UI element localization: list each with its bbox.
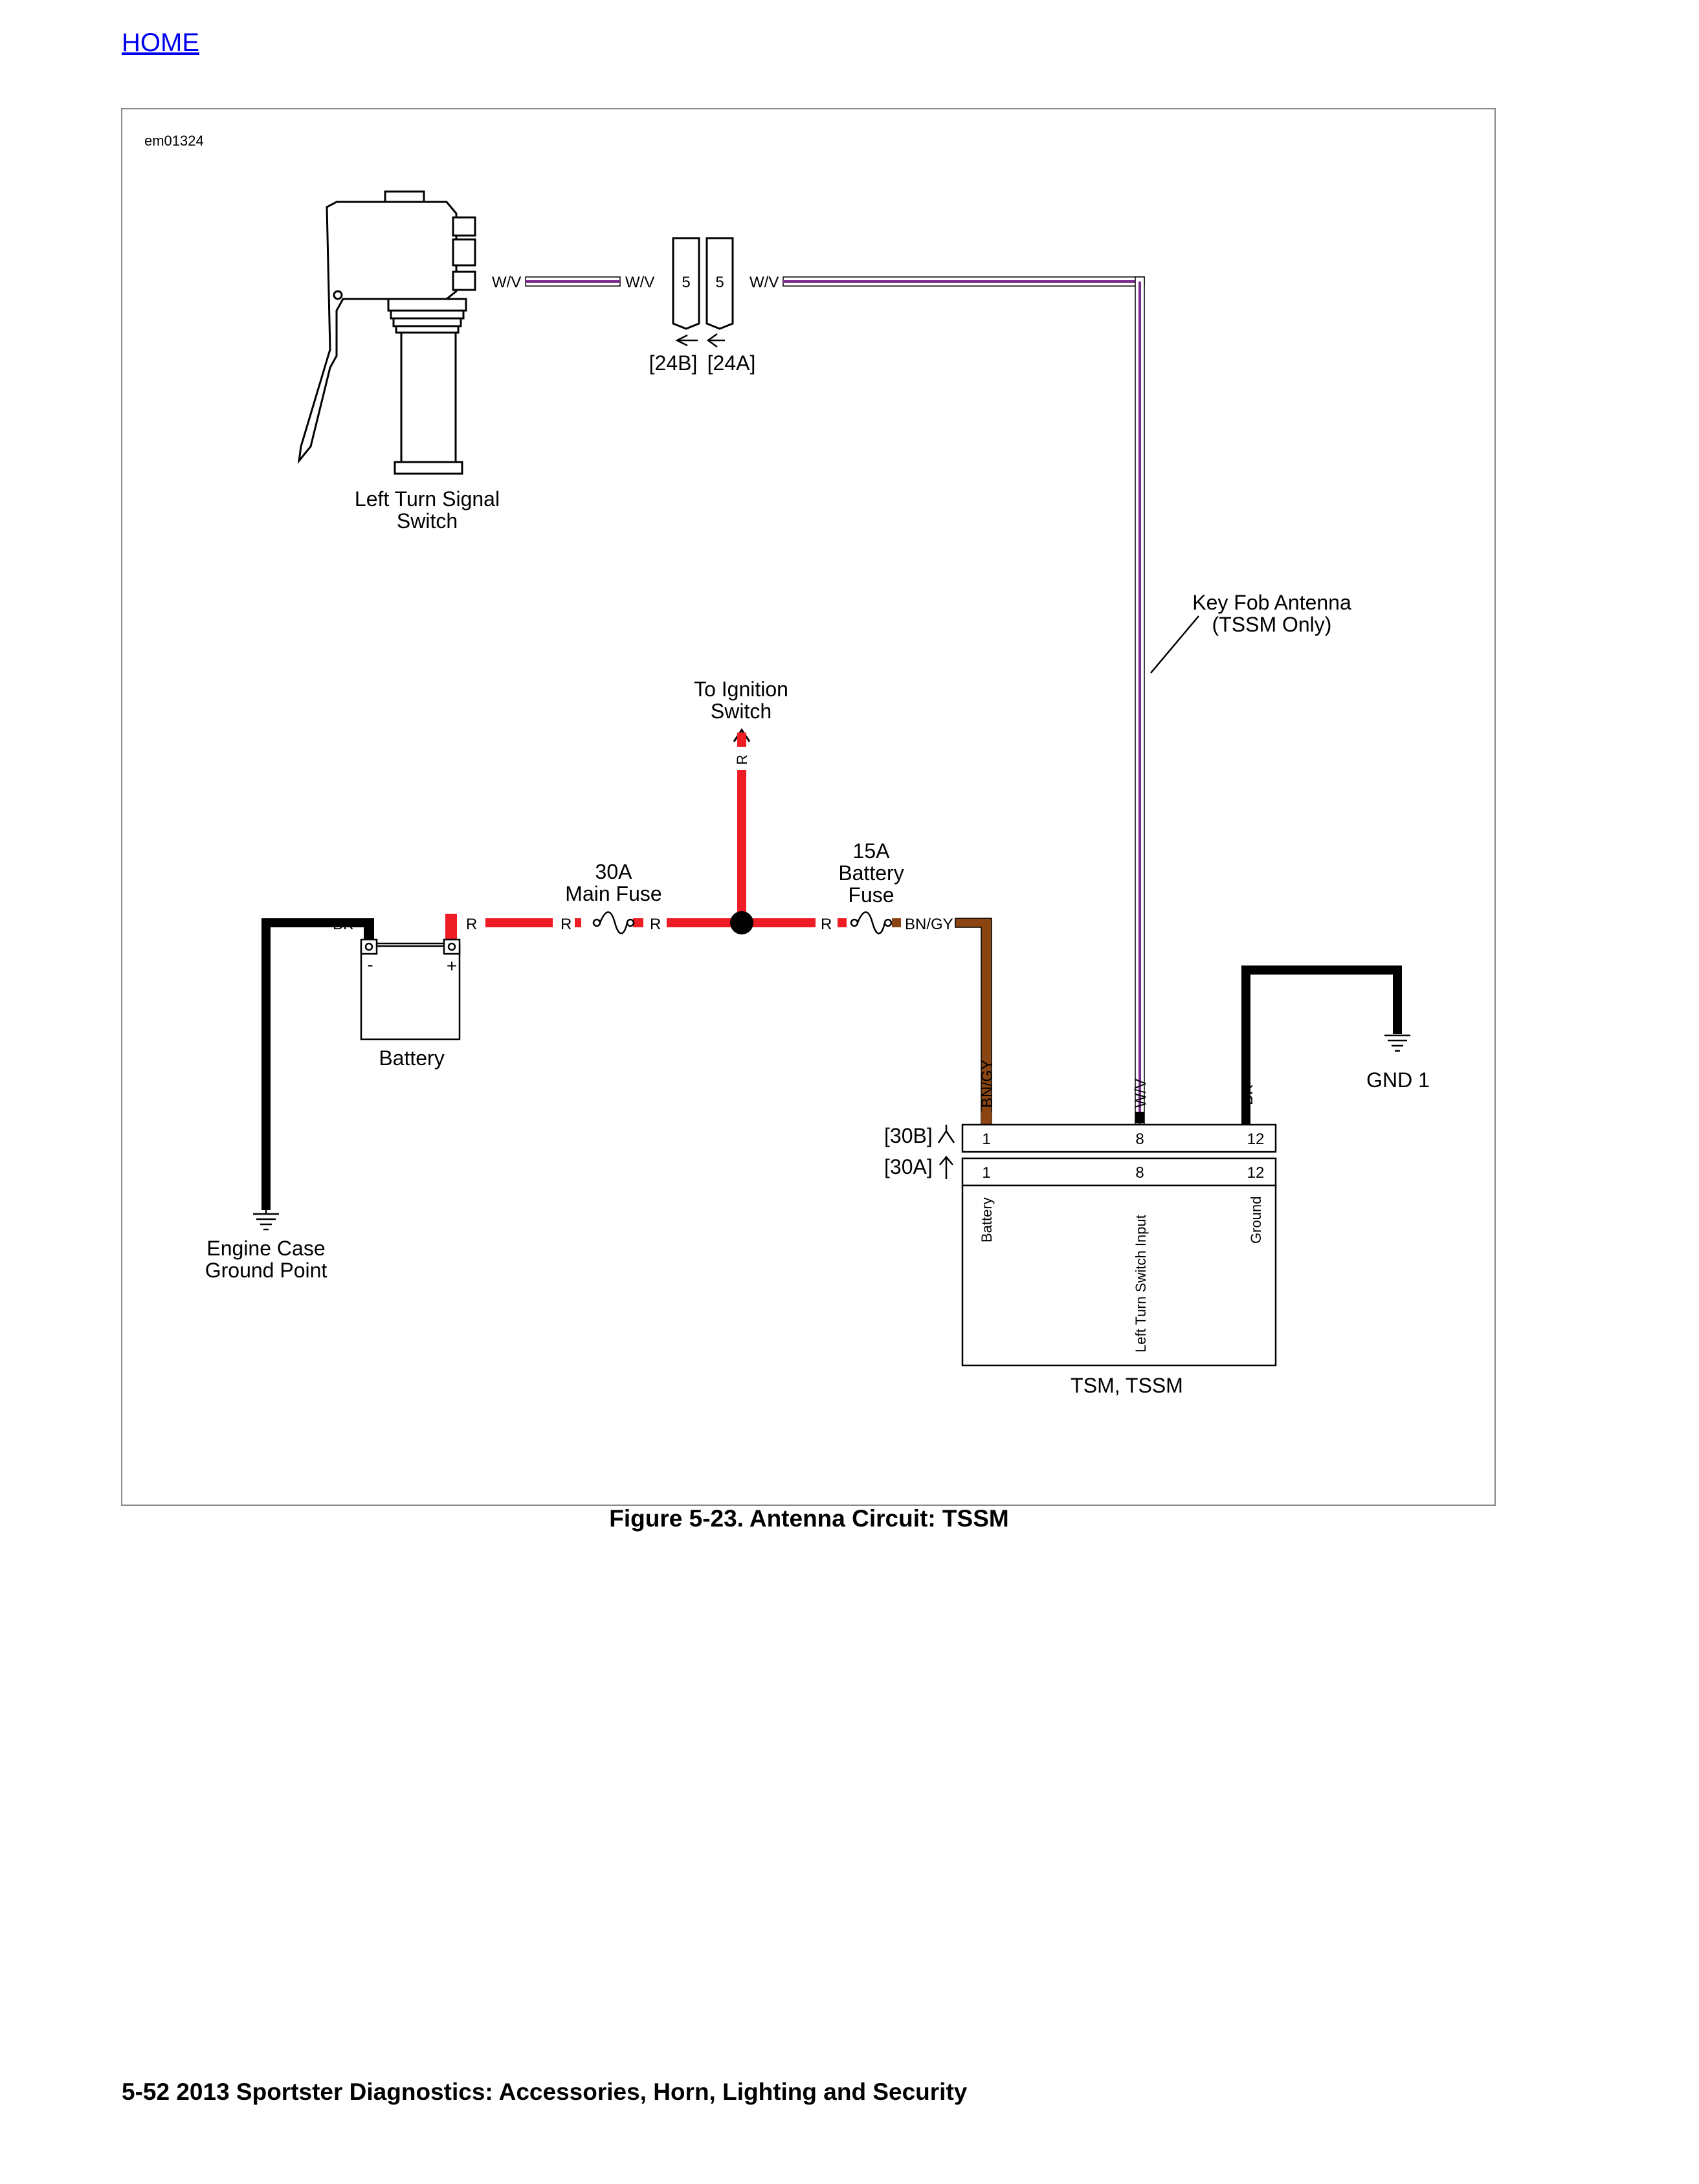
left-turn-signal-switch-label-2: Switch <box>397 509 458 533</box>
main-fuse-label-1: 30A <box>595 860 633 883</box>
tsm-pin-function-battery: Battery <box>979 1197 995 1242</box>
bk-label-tsm: BK <box>1239 1085 1256 1105</box>
bk-label-battery: BK <box>333 916 353 933</box>
main-fuse <box>592 911 635 934</box>
connector-24a-label: [24A] <box>707 351 756 375</box>
splice-junction <box>730 911 753 934</box>
battery-fuse-label-3: Fuse <box>848 883 894 907</box>
gnd1-ground-icon <box>1384 1034 1410 1052</box>
battery-pos-sign: + <box>447 956 457 976</box>
tsm-pin-30b-8: 8 <box>1135 1131 1144 1148</box>
tsm-pin-30b-12: 12 <box>1247 1131 1265 1148</box>
r-label-fuse15-in: R <box>821 916 832 933</box>
page-footer: 5-52 2013 Sportster Diagnostics: Accesso… <box>122 2079 968 2105</box>
tsm-pin-30a-1: 1 <box>982 1164 990 1182</box>
connector-24a-pin: 5 <box>715 274 724 291</box>
engine-case-ground-label-2: Ground Point <box>205 1259 328 1282</box>
wv-label-switch: W/V <box>492 274 521 291</box>
key-fob-antenna-label-1: Key Fob Antenna <box>1192 591 1351 614</box>
tsm-tssm-label: TSM, TSSM <box>1071 1374 1183 1397</box>
connector-24 <box>672 237 734 348</box>
key-fob-antenna-label-2: (TSSM Only) <box>1212 613 1332 636</box>
bngy-label-fuse: BN/GY <box>905 916 953 933</box>
engine-case-ground-icon <box>253 1210 279 1231</box>
bngy-label-tsm: BN/GY <box>979 1059 996 1108</box>
wire-r-ignition-stub <box>737 733 746 747</box>
r-label-battery: R <box>466 916 477 933</box>
wire-bk-engine <box>261 918 374 1210</box>
main-fuse-label-2: Main Fuse <box>565 882 661 905</box>
connector-24b-pin: 5 <box>682 274 690 291</box>
engine-case-ground-label-1: Engine Case <box>206 1237 325 1260</box>
battery-label: Battery <box>379 1046 444 1070</box>
r-label-fuse30-in: R <box>561 916 572 933</box>
wire-bk-gnd1 <box>1241 965 1402 1125</box>
battery-fuse-label-1: 15A <box>853 839 891 863</box>
to-ignition-label-1: To Ignition <box>694 678 788 701</box>
tsm-pin-function-left-turn: Left Turn Switch Input <box>1133 1215 1149 1352</box>
wire-r <box>445 914 847 941</box>
tsm-pin-30b-1: 1 <box>982 1131 990 1148</box>
connector-30b-symbol <box>937 1129 955 1143</box>
key-fob-leader <box>1150 615 1199 674</box>
battery-fuse <box>850 911 893 934</box>
tsm-pin-30a-8: 8 <box>1135 1164 1144 1182</box>
r-label-ignition: R <box>734 755 750 765</box>
wv-label-24a: W/V <box>750 274 779 291</box>
tsm-pin-function-ground: Ground <box>1248 1197 1264 1244</box>
left-turn-signal-switch-label-1: Left Turn Signal <box>355 487 500 511</box>
to-ignition-label-2: Switch <box>711 700 772 723</box>
wire-wv <box>525 276 1145 1125</box>
wire-bngy <box>892 918 992 1125</box>
left-turn-signal-switch <box>297 190 476 475</box>
battery-neg-sign: - <box>367 954 373 975</box>
connector-30a-label: [30A] <box>884 1155 933 1178</box>
tsm-module <box>961 1123 1277 1367</box>
battery-fuse-label-2: Battery <box>838 861 904 885</box>
gnd1-label: GND 1 <box>1366 1068 1430 1092</box>
figure-id: em01324 <box>144 133 204 149</box>
tsm-pin-30a-12: 12 <box>1247 1164 1265 1182</box>
r-label-fuse30-out: R <box>650 916 661 933</box>
wv-label-tsm: W/V <box>1132 1079 1149 1108</box>
diagram-frame <box>121 108 1496 1506</box>
battery <box>360 938 461 1041</box>
connector-30b-label: [30B] <box>884 1124 933 1147</box>
ignition-arrow <box>733 728 751 742</box>
wire-r-ignition <box>737 770 746 924</box>
wv-label-24b: W/V <box>625 274 654 291</box>
figure-caption: Figure 5-23. Antenna Circuit: TSSM <box>609 1505 1009 1532</box>
home-link[interactable]: HOME <box>122 28 199 57</box>
connector-24b-label: [24B] <box>649 351 698 375</box>
